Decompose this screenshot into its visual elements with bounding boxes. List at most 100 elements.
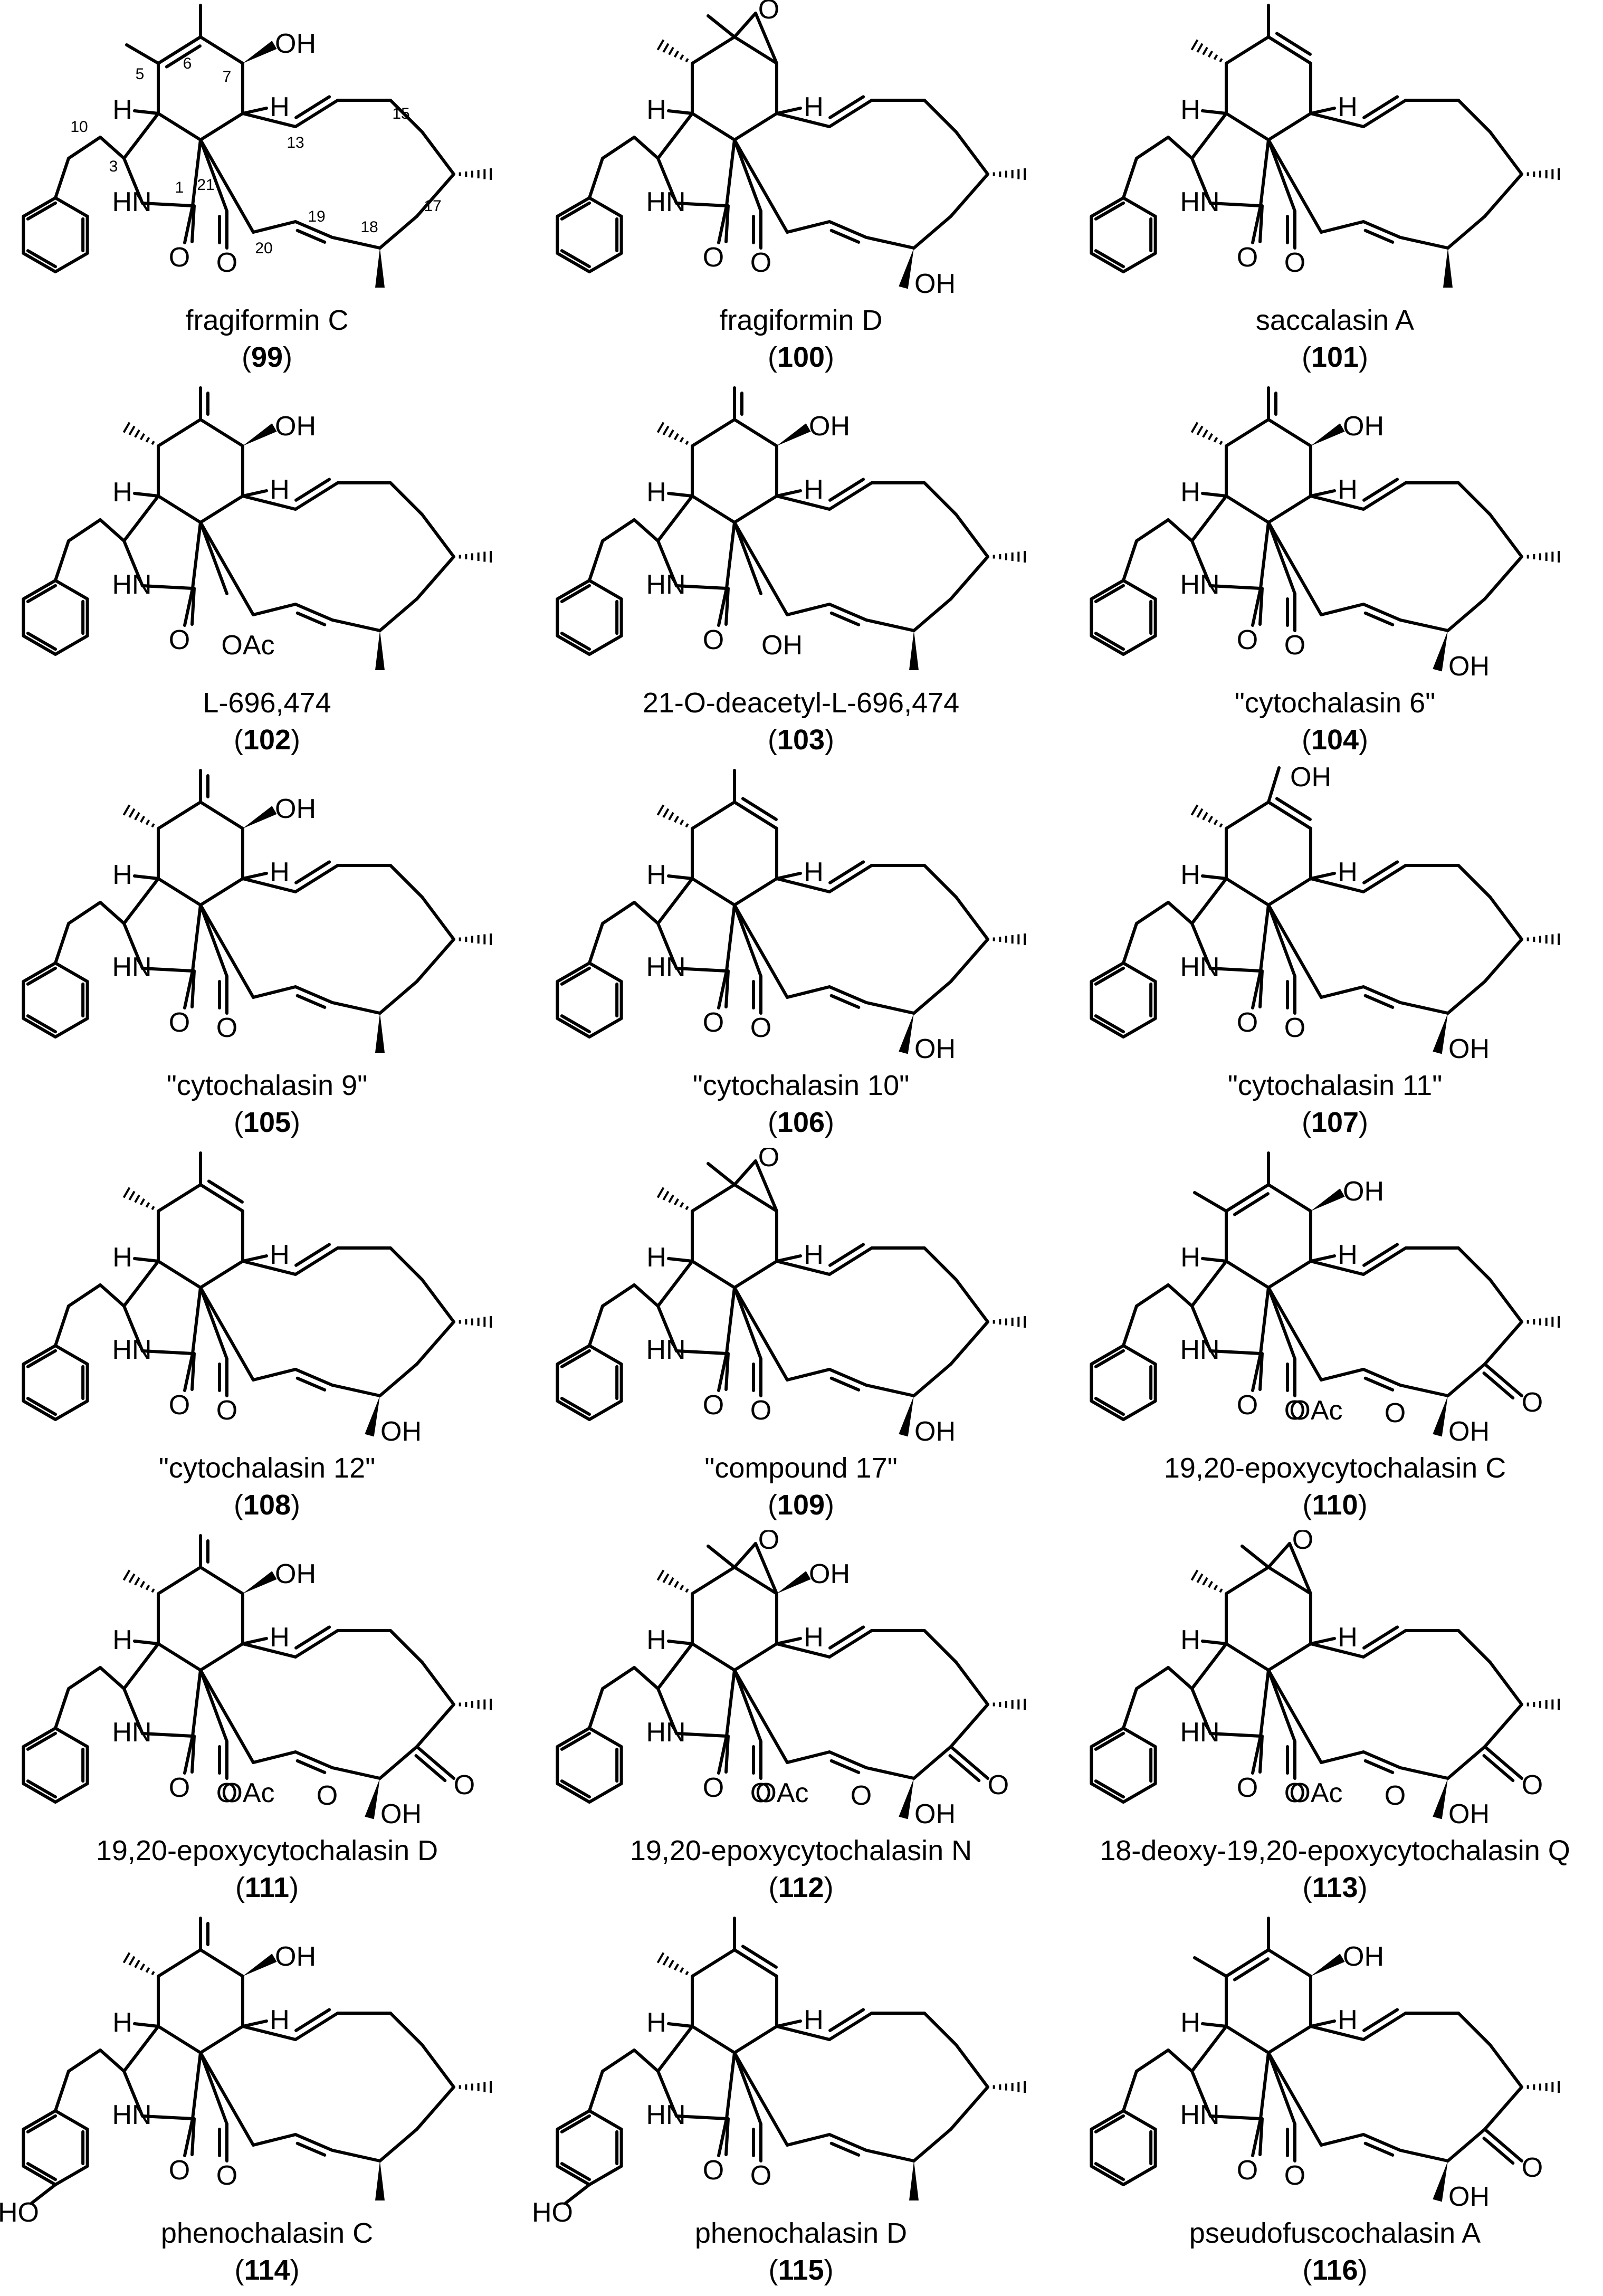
macrocycle-double-bond: [1362, 2008, 1399, 2032]
carbonyl-bond: [724, 204, 730, 243]
carbonyl-o-label: O: [703, 1007, 724, 1038]
hash-bond: [993, 933, 1026, 945]
epoxide-o-label: O: [758, 0, 779, 25]
lactam-bond: [656, 494, 694, 542]
macrocycle-bond: [1457, 1246, 1492, 1281]
macrocycle-double-bond: [294, 864, 339, 893]
h8-label: H: [804, 2005, 824, 2035]
benzyl-bond: [601, 1666, 636, 1690]
atom-number: 21: [197, 176, 214, 194]
c21-bond: [1267, 2051, 1296, 2126]
macrocycle-bond: [955, 130, 989, 176]
c21-o-label: O: [216, 1013, 237, 1043]
compound-number: (112): [768, 1872, 833, 1903]
ketone-bond: [1483, 2128, 1523, 2162]
macrocycle-double-bond: [1363, 994, 1395, 1009]
benzene-double-bond: [1094, 1349, 1125, 1368]
macrocycle-bond: [1309, 877, 1365, 893]
macrocycle-bond: [241, 112, 297, 128]
lactam-bond: [656, 877, 694, 925]
macrocycle-double-bond: [1362, 985, 1402, 1004]
hash-bond: [459, 168, 492, 180]
macrocycle-bond: [955, 513, 989, 558]
macrocycle-bond: [775, 877, 831, 893]
benzyl-bond: [99, 1283, 126, 1308]
macrocycle-double-bond: [829, 1759, 861, 1774]
carbonyl-bond: [183, 1735, 194, 1775]
wedge-bond: [909, 631, 919, 670]
nh-label: HN: [646, 1335, 685, 1365]
c21-bond: [733, 2051, 762, 2126]
hash-bond: [656, 422, 689, 445]
carbonyl-o-label: O: [1237, 625, 1258, 655]
compound-number-value: 114: [244, 2254, 290, 2286]
lactam-bond: [1190, 1260, 1228, 1308]
macrocycle-double-bond: [294, 2012, 339, 2041]
macrocycle-bond: [1399, 2149, 1449, 2162]
benzyl-bond: [54, 157, 70, 199]
macrocycle-bond: [1488, 895, 1523, 941]
macrocycle-bond: [1320, 603, 1365, 616]
benzene-double-bond: [26, 2162, 57, 2181]
ring-double-bond: [1225, 1183, 1270, 1213]
ring-double-bond: [1275, 32, 1312, 56]
nh-label: HN: [112, 1717, 151, 1748]
compound-number: (114): [234, 2254, 299, 2286]
macrocycle-bond: [865, 1766, 915, 1780]
macrocycle-bond: [378, 1363, 418, 1397]
macrocycle-bond: [415, 938, 455, 983]
lactam-bond: [122, 1260, 160, 1308]
macrocycle-double-bond: [828, 1243, 865, 1267]
macrocycle-double-bond: [829, 228, 861, 244]
lactam-bond: [1190, 2025, 1228, 2073]
epoxide-o-label: O: [317, 1780, 338, 1811]
benzyl-bond: [54, 539, 70, 582]
macrocycle-bond: [923, 481, 958, 516]
epoxide-bond: [754, 12, 778, 65]
c21-bond: [733, 138, 762, 213]
macrocycle-bond: [733, 1286, 789, 1382]
hash-bond: [1526, 2081, 1560, 2093]
wedge-bond: [375, 2161, 385, 2200]
lactam-bond: [1209, 1732, 1262, 1738]
compound-number-value: 107: [1311, 1107, 1359, 1138]
benzene-ring: [1090, 1344, 1157, 1421]
c18-oh-label: OH: [1448, 1034, 1490, 1064]
macrocycle-bond: [1309, 494, 1365, 511]
wedge-bond: [375, 1013, 385, 1053]
macrocycle-bond: [949, 1320, 989, 1366]
epoxide-o-label: O: [1385, 1780, 1406, 1811]
ketone-o-label: O: [988, 1770, 1009, 1800]
lactam-bond: [675, 1349, 728, 1355]
carbonyl-bond: [1258, 969, 1264, 1008]
nh-label: HN: [112, 1335, 151, 1365]
h-bond: [1201, 2022, 1228, 2028]
macrocycle-bond: [1457, 481, 1492, 516]
h8-label: H: [270, 857, 290, 888]
lactam-bond: [1209, 1349, 1262, 1355]
carbonyl-bond: [183, 1352, 194, 1392]
c21-bond: [199, 1669, 228, 1743]
macrocycle-bond: [1309, 1642, 1365, 1659]
lactam-bond: [122, 1304, 144, 1352]
macrocycle-bond: [733, 903, 789, 999]
compound-number: (105): [234, 1107, 300, 1138]
c21-bond: [199, 1286, 228, 1360]
macrocycle-double-bond: [295, 994, 327, 1009]
h3-label: H: [112, 2007, 132, 2038]
c21-bond: [199, 521, 228, 595]
atom-number: 10: [70, 118, 88, 136]
wedge-bond: [1433, 631, 1448, 672]
nh-label: HN: [1180, 1335, 1219, 1365]
wedge-bond: [243, 806, 277, 828]
hash-bond: [656, 804, 689, 828]
c21-o-label: O: [750, 1778, 771, 1808]
benzyl-bond: [588, 1304, 604, 1347]
